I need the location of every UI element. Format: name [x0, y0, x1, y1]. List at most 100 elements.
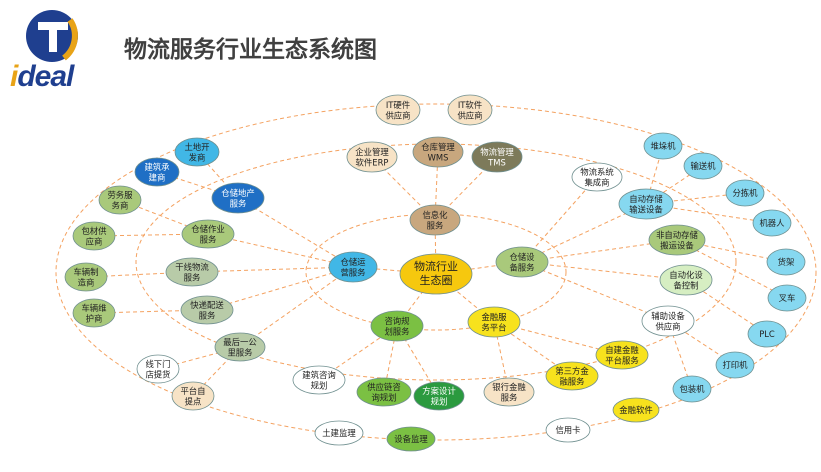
node-robot: 机器人: [752, 209, 792, 237]
edge-whops-ops: [207, 233, 354, 268]
node-it-sw-label: IT软件: [458, 100, 482, 110]
node-conveyor: 输送机: [683, 152, 723, 180]
node-scplan-shape: [356, 377, 412, 407]
node-center-shape: [399, 253, 473, 295]
node-whops-shape: [328, 251, 378, 283]
node-station-shape: [171, 381, 215, 411]
node-integrator-label: 集成商: [584, 177, 609, 187]
node-it-hw-label: 供应商: [385, 110, 410, 120]
node-printer-shape: [715, 351, 755, 379]
node-finsw-shape: [612, 397, 660, 423]
node-build-label: 建商: [149, 172, 166, 182]
node-credit-label: 信用卡: [555, 425, 580, 435]
logo: [8, 6, 98, 96]
node-equip-label: 备服务: [509, 262, 535, 272]
node-it-hw-shape: [375, 94, 421, 126]
logo-text: ideal: [10, 60, 74, 93]
node-wms-label: 仓库管理: [421, 142, 455, 152]
node-plc: PLC: [747, 320, 787, 348]
node-selffin-shape: [595, 340, 649, 370]
node-autoctrl-shape: [659, 264, 713, 296]
node-pickup-label: 店提货: [145, 369, 170, 379]
node-solplan-label: 方案设计: [422, 386, 456, 396]
node-bankfin-label: 服务: [501, 392, 518, 402]
edge-ops-pack: [93, 233, 209, 237]
node-forklift-shape: [767, 284, 807, 312]
node-robot-label: 机器人: [759, 218, 785, 228]
ring-2: [305, 213, 567, 331]
node-realestate-shape: [211, 182, 265, 214]
node-vrepair-shape: [72, 298, 116, 328]
node-conveyor-shape: [683, 152, 723, 180]
node-sorter-shape: [725, 179, 765, 207]
node-pickup-shape: [136, 354, 180, 384]
node-thirdfin-label: 融服务: [559, 376, 585, 386]
node-land-label: 发商: [189, 152, 206, 162]
node-erp-label: 企业管理: [355, 147, 389, 157]
node-pack-label: 应商: [86, 236, 103, 246]
node-it-sw-shape: [447, 94, 493, 126]
node-stacker: 堆垛机: [643, 132, 683, 160]
node-pack-shape: [72, 221, 116, 251]
node-plc-shape: [747, 320, 787, 348]
node-autoctrl-label: 备控制: [673, 280, 698, 290]
node-equipsup-label: 设备监理: [394, 434, 428, 444]
node-scplan-label: 询规划: [371, 392, 396, 402]
edge-center-finance: [435, 273, 495, 323]
node-consult-label: 咨询规: [384, 316, 410, 326]
node-finsw: 金融软件: [612, 397, 660, 423]
node-solplan-label: 规划: [431, 396, 448, 406]
node-scplan-label: 供应链咨: [367, 382, 401, 392]
node-land-label: 土地开: [184, 142, 209, 152]
node-vrepair-label: 护商: [86, 313, 103, 323]
node-vmaker-label: 车辆制: [73, 267, 98, 277]
node-finance-label: 务平台: [481, 322, 506, 332]
node-it-sw-label: 供应商: [457, 110, 482, 120]
node-sorter: 分拣机: [725, 179, 765, 207]
node-civil-label: 土建监理: [322, 428, 356, 438]
node-archplan-label: 规划: [311, 380, 328, 390]
node-center-label: 生态圈: [420, 273, 453, 287]
node-tms-label: 物流管理: [480, 147, 514, 157]
node-wms-shape: [412, 136, 464, 168]
node-consult-label: 划服务: [384, 326, 410, 336]
node-station-label: 平台自: [180, 386, 205, 396]
edge-whops-trunk: [191, 266, 354, 273]
edge-equip-nonauto: [521, 239, 678, 263]
node-aux-shape: [641, 305, 695, 337]
node-credit-shape: [545, 417, 591, 443]
node-center-label: 物流行业: [414, 259, 458, 273]
node-whops-label: 营服务: [340, 267, 366, 277]
edge-whops-lastmile: [239, 266, 354, 348]
node-nonauto-label: 非自动存储: [656, 230, 698, 240]
node-forklift-label: 叉车: [779, 293, 796, 303]
node-land-shape: [174, 137, 220, 167]
node-labor-shape: [98, 185, 142, 215]
node-archplan-label: 建筑咨询: [302, 370, 336, 380]
node-printer: 打印机: [715, 351, 755, 379]
edge-whops-express: [206, 266, 354, 311]
node-printer-label: 打印机: [722, 360, 748, 370]
node-autoctrl-label: 自动化设: [669, 270, 703, 280]
node-aux-label: 辅助设备: [651, 311, 685, 321]
node-trunk-shape: [165, 257, 219, 287]
node-lastmile-shape: [214, 332, 266, 362]
node-labor-label: 务商: [112, 200, 129, 210]
node-solplan-shape: [413, 381, 465, 411]
node-equipsup-shape: [386, 426, 436, 452]
node-pack-label: 包材供: [81, 226, 107, 236]
edge-aux-baler: [667, 320, 693, 390]
